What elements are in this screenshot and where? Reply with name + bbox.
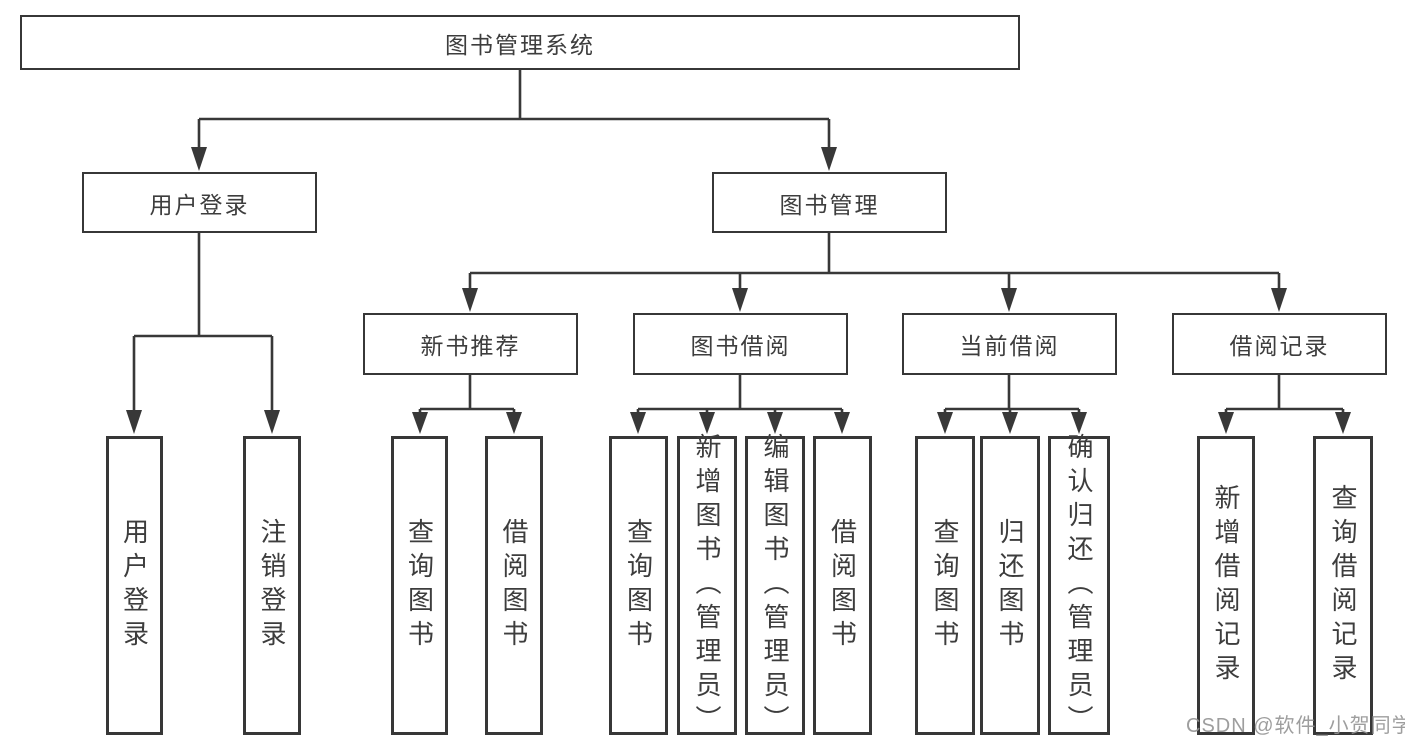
watermark-text: CSDN @软件_小贺同学 — [1186, 715, 1405, 737]
leaf-query-book-2-label: 查询图书 — [623, 517, 654, 654]
connector-userlogin-to-leaves — [126, 233, 280, 434]
leaf-query-borrow-record: 查询借阅记录 — [1313, 436, 1373, 735]
leaf-return-book-label: 归还图书 — [995, 517, 1026, 654]
leaf-query-book-1: 查询图书 — [391, 436, 448, 735]
connector-bookmgmt-to-level3 — [462, 233, 1287, 312]
node-root: 图书管理系统 — [20, 15, 1020, 70]
leaf-logout-label: 注销登录 — [257, 517, 288, 654]
connector-root-to-level2 — [191, 70, 837, 171]
leaf-user-login-label: 用户登录 — [119, 517, 150, 654]
node-user-login-label: 用户登录 — [149, 191, 250, 218]
node-book-borrow: 图书借阅 — [633, 313, 848, 375]
leaf-query-book-1-label: 查询图书 — [404, 517, 435, 654]
leaf-query-borrow-record-label: 查询借阅记录 — [1328, 483, 1359, 688]
node-borrow-records-label: 借阅记录 — [1229, 333, 1330, 359]
leaf-add-book-admin: 新增图书（管理员） — [677, 433, 737, 739]
node-book-management: 图书管理 — [712, 172, 947, 233]
node-user-login: 用户登录 — [82, 172, 317, 233]
leaf-add-book-admin-label: 新增图书（管理员） — [692, 432, 723, 739]
node-current-borrow-label: 当前借阅 — [959, 333, 1060, 359]
connector-newbook-to-leaves — [412, 375, 522, 434]
leaf-return-book: 归还图书 — [980, 436, 1040, 735]
leaf-logout: 注销登录 — [243, 436, 301, 735]
leaf-edit-book-admin-label: 编辑图书（管理员） — [760, 432, 791, 739]
leaf-add-borrow-record-label: 新增借阅记录 — [1211, 483, 1242, 688]
node-root-label: 图书管理系统 — [445, 31, 595, 58]
connector-borrow-to-leaves — [630, 375, 850, 434]
connector-current-to-leaves — [937, 375, 1087, 434]
node-new-book-recommend-label: 新书推荐 — [420, 333, 521, 359]
leaf-confirm-return-admin: 确认归还（管理员） — [1048, 433, 1110, 739]
node-current-borrow: 当前借阅 — [902, 313, 1117, 375]
node-book-borrow-label: 图书借阅 — [690, 333, 791, 359]
leaf-query-book-3: 查询图书 — [915, 436, 975, 735]
leaf-borrow-book-1: 借阅图书 — [485, 436, 543, 735]
leaf-add-borrow-record: 新增借阅记录 — [1197, 436, 1255, 735]
leaf-confirm-return-admin-label: 确认归还（管理员） — [1064, 432, 1095, 739]
leaf-query-book-3-label: 查询图书 — [930, 517, 961, 654]
connector-records-to-leaves — [1218, 375, 1351, 434]
leaf-borrow-book-2: 借阅图书 — [813, 436, 872, 735]
leaf-query-book-2: 查询图书 — [609, 436, 668, 735]
leaf-user-login: 用户登录 — [106, 436, 163, 735]
leaf-edit-book-admin: 编辑图书（管理员） — [745, 433, 805, 739]
node-new-book-recommend: 新书推荐 — [363, 313, 578, 375]
leaf-borrow-book-2-label: 借阅图书 — [827, 517, 858, 654]
node-borrow-records: 借阅记录 — [1172, 313, 1387, 375]
node-book-management-label: 图书管理 — [779, 191, 880, 218]
leaf-borrow-book-1-label: 借阅图书 — [499, 517, 530, 654]
